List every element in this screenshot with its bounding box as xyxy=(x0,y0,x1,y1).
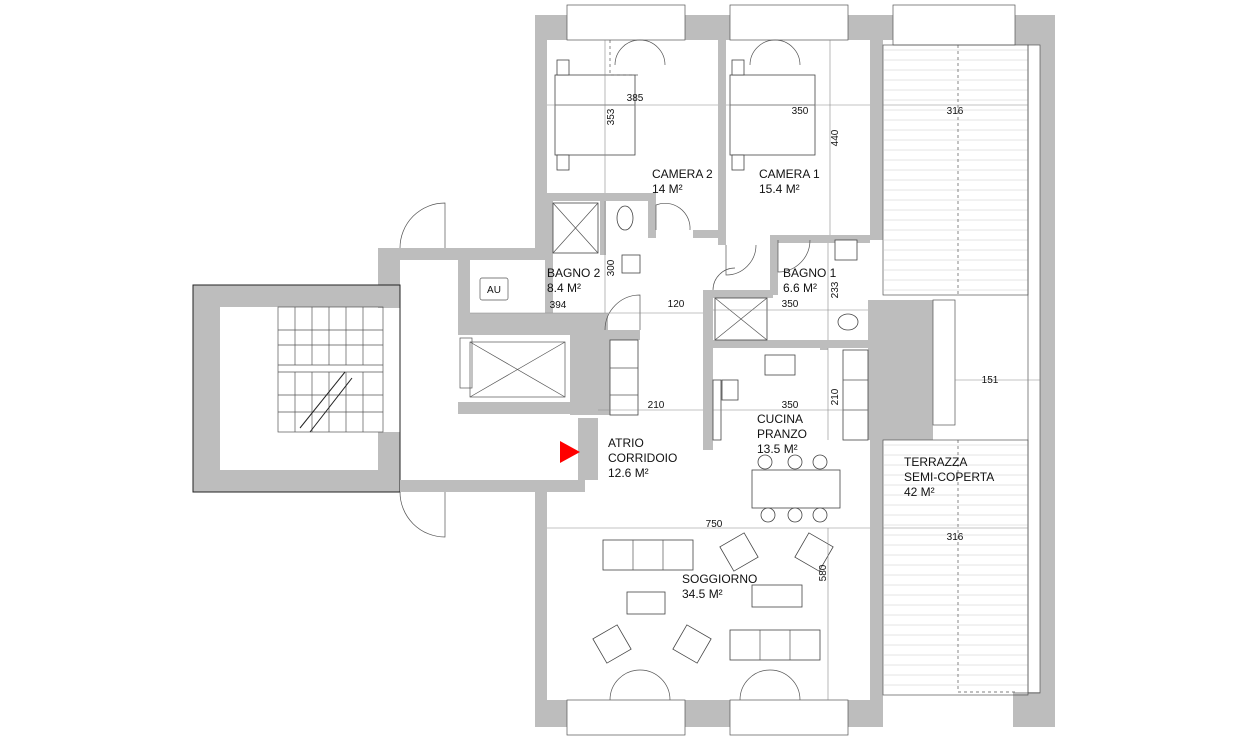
outer-walls xyxy=(535,15,1055,727)
room-name-camera1: CAMERA 1 xyxy=(759,167,820,181)
coffee-tables xyxy=(626,584,803,615)
lift-shaft xyxy=(459,337,566,398)
dim-385: 385 xyxy=(627,93,644,104)
dim-210-atrio: 210 xyxy=(648,400,665,411)
camera2-bed xyxy=(554,59,636,171)
entrance-arrow-icon xyxy=(560,441,580,463)
camera-window-swings xyxy=(609,39,801,76)
room-name-terrazza: TERRAZZA xyxy=(904,455,967,469)
room-name-corridoio: CORRIDOIO xyxy=(608,451,677,465)
room-area-atrio: 12.6 M² xyxy=(608,466,649,480)
dim-233: 233 xyxy=(830,281,841,298)
camera1-bed xyxy=(729,59,816,171)
dim-750: 750 xyxy=(706,519,723,530)
room-area-soggiorno: 34.5 M² xyxy=(682,587,723,601)
room-area-terrazza: 42 M² xyxy=(904,485,935,499)
sofa-bottom xyxy=(729,629,821,661)
interior-walls xyxy=(458,40,870,450)
dim-316-top: 316 xyxy=(947,106,964,117)
dim-210-cucina: 210 xyxy=(830,388,841,405)
terrazza-planks xyxy=(883,49,1028,686)
bagno1-shower xyxy=(714,297,768,341)
sofa-top xyxy=(602,539,694,571)
room-area-bagno1: 6.6 M² xyxy=(783,281,817,295)
room-name-bagno1: BAGNO 1 xyxy=(783,266,837,280)
windows-bottom xyxy=(566,699,849,736)
dim-353: 353 xyxy=(606,108,617,125)
dimension-labels: 385 353 350 440 316 300 394 120 350 233 … xyxy=(550,93,999,581)
lift-sign: AU xyxy=(479,277,509,301)
bagno2-fixtures xyxy=(616,205,641,274)
armchairs-bottom xyxy=(592,624,712,664)
dim-350-bagno1: 350 xyxy=(782,299,799,310)
bagno1-fixtures xyxy=(834,239,859,331)
dim-394: 394 xyxy=(550,300,567,311)
dim-300: 300 xyxy=(606,259,617,276)
room-name-cucina: CUCINA xyxy=(757,412,803,426)
room-name-atrio: ATRIO xyxy=(608,436,644,450)
room-name-camera2: CAMERA 2 xyxy=(652,167,713,181)
room-area-cucina: 13.5 M² xyxy=(757,442,798,456)
room-area-camera2: 14 M² xyxy=(652,182,683,196)
room-name-semi-coperta: SEMI-COPERTA xyxy=(904,470,994,484)
terrazza-pergola-outline xyxy=(957,44,1041,694)
dim-350-camera1: 350 xyxy=(792,106,809,117)
armchairs-top xyxy=(719,532,834,572)
room-name-soggiorno: SOGGIORNO xyxy=(682,572,757,586)
dining-table xyxy=(751,454,841,523)
dim-151: 151 xyxy=(982,375,999,386)
room-area-bagno2: 8.4 M² xyxy=(547,281,581,295)
room-area-camera1: 15.4 M² xyxy=(759,182,800,196)
lift-label: AU xyxy=(487,285,501,296)
room-name-pranzo: PRANZO xyxy=(757,427,807,441)
soggiorno-window-swings xyxy=(609,669,801,701)
dim-580: 580 xyxy=(818,564,829,581)
dim-440: 440 xyxy=(830,129,841,146)
stair-flight xyxy=(277,306,384,433)
room-name-bagno2: BAGNO 2 xyxy=(547,266,601,280)
dim-350-cucina: 350 xyxy=(782,400,799,411)
interior-doors xyxy=(604,202,811,331)
dim-120: 120 xyxy=(668,299,685,310)
stairwell xyxy=(192,202,446,538)
dim-316-bottom: 316 xyxy=(947,532,964,543)
bagno2-shower xyxy=(552,202,599,254)
room-labels: CAMERA 2 14 M² CAMERA 1 15.4 M² BAGNO 2 … xyxy=(547,167,994,601)
windows-top xyxy=(566,4,1016,46)
dimension-lines xyxy=(470,40,1040,700)
